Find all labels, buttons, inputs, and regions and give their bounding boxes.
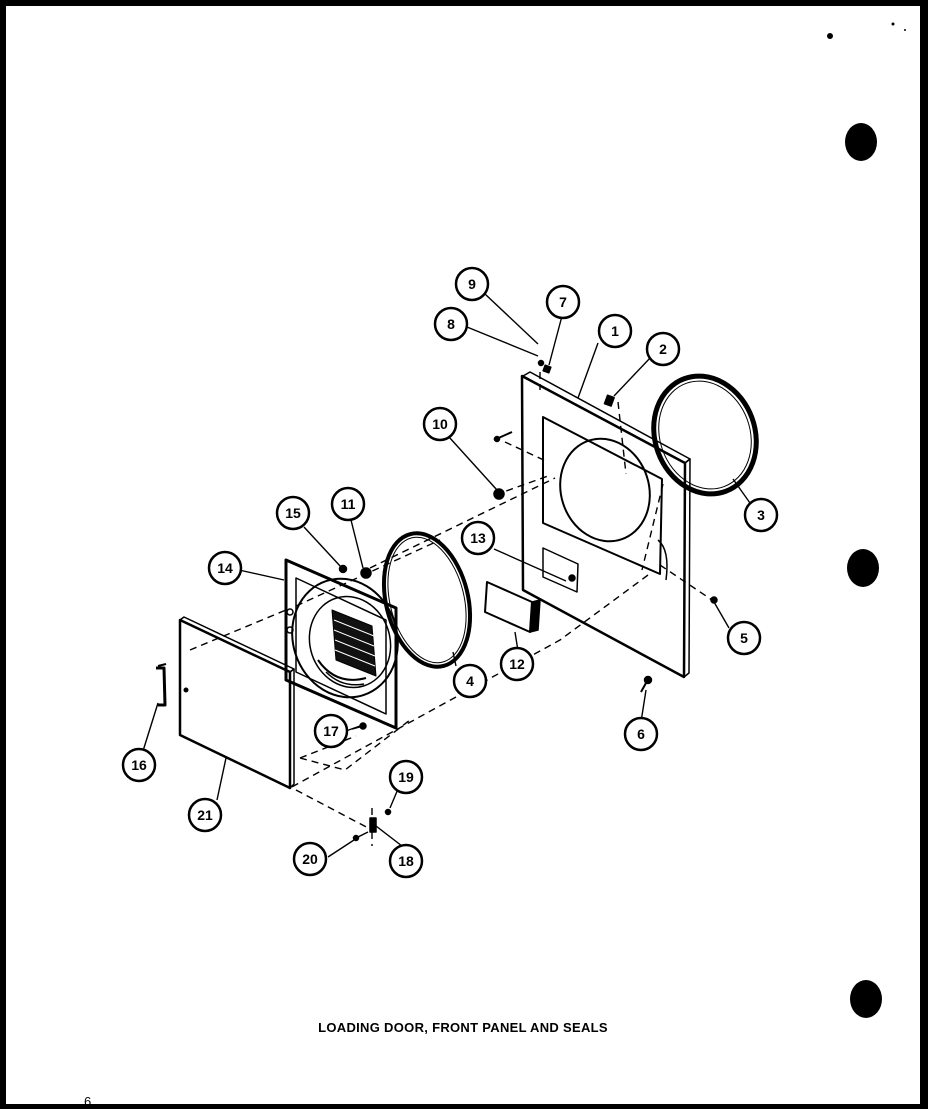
callout-7: 7	[545, 284, 581, 320]
callout-circle	[545, 284, 581, 320]
callout-circle	[388, 759, 424, 795]
callout-20: 20	[292, 841, 328, 877]
door-handle	[156, 663, 167, 707]
callout-label: 19	[398, 769, 414, 785]
callout-13: 13	[460, 520, 496, 556]
callout-15: 15	[275, 495, 311, 531]
callout-circle	[460, 520, 496, 556]
callout-label: 17	[323, 723, 339, 739]
callout-label: 16	[131, 757, 147, 773]
callout-14: 14	[207, 550, 243, 586]
callout-label: 18	[398, 853, 414, 869]
callout-label: 1	[611, 323, 619, 339]
callout-9: 9	[454, 266, 490, 302]
callout-6: 6	[623, 716, 659, 752]
callout-11: 11	[330, 486, 366, 522]
assembly-lines	[189, 372, 713, 846]
callout-circle	[454, 266, 490, 302]
filter-cover	[484, 581, 541, 633]
callout-circle	[422, 406, 458, 442]
callout-label: 15	[285, 505, 301, 521]
callout-label: 21	[197, 807, 213, 823]
page-number: 6	[84, 1094, 92, 1104]
callout-circle	[388, 843, 424, 879]
callout-label: 2	[659, 341, 667, 357]
callout-5: 5	[726, 620, 762, 656]
callout-1: 1	[597, 313, 633, 349]
front-panel	[520, 371, 691, 679]
callout-circle	[452, 663, 488, 699]
callout-label: 8	[447, 316, 455, 332]
callout-circle	[313, 713, 349, 749]
callout-18: 18	[388, 843, 424, 879]
callout-2: 2	[645, 331, 681, 367]
door-outer-panel	[178, 616, 295, 790]
callout-10: 10	[422, 406, 458, 442]
rear-seal-ring	[651, 373, 759, 497]
callout-circle	[726, 620, 762, 656]
door-grille	[331, 609, 377, 677]
callout-circle	[187, 797, 223, 833]
callout-label: 10	[432, 416, 448, 432]
callout-circle	[275, 495, 311, 531]
callout-21: 21	[187, 797, 223, 833]
callout-circle	[207, 550, 243, 586]
binder-holes	[827, 22, 906, 1018]
callout-label: 14	[217, 560, 233, 576]
callout-circle	[330, 486, 366, 522]
callout-label: 11	[341, 496, 356, 512]
callout-circle	[292, 841, 328, 877]
callout-label: 5	[740, 630, 748, 646]
callout-8: 8	[433, 306, 469, 342]
callout-circle	[645, 331, 681, 367]
callout-circle	[121, 747, 157, 783]
callout-17: 17	[313, 713, 349, 749]
callout-circle	[743, 497, 779, 533]
callout-4: 4	[452, 663, 488, 699]
front-seal-ring	[381, 531, 473, 669]
diagram-caption: LOADING DOOR, FRONT PANEL AND SEALS	[318, 1020, 608, 1035]
callout-label: 7	[559, 294, 567, 310]
callout-label: 4	[466, 673, 474, 689]
callout-label: 12	[509, 656, 525, 672]
callout-label: 9	[468, 276, 476, 292]
hardware-parts	[338, 359, 718, 842]
callout-label: 20	[302, 851, 318, 867]
callout-16: 16	[121, 747, 157, 783]
callout-label: 13	[470, 530, 486, 546]
callout-label: 6	[637, 726, 645, 742]
callout-circle	[623, 716, 659, 752]
leader-lines	[142, 293, 751, 858]
callout-19: 19	[388, 759, 424, 795]
callout-label: 3	[757, 507, 765, 523]
callout-circle	[433, 306, 469, 342]
door-inner-panel	[284, 558, 399, 730]
callout-12: 12	[499, 646, 535, 682]
callout-3: 3	[743, 497, 779, 533]
callout-circle	[597, 313, 633, 349]
callout-circle	[499, 646, 535, 682]
